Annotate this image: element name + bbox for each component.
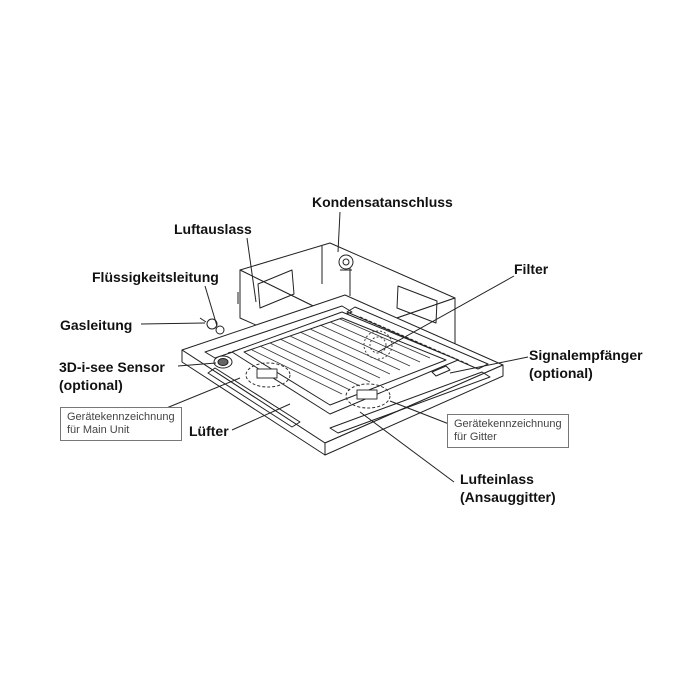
nameplate-main-unit-line2: für Main Unit [67, 424, 130, 436]
nameplate-gitter-line1: Gerätekennzeichnung [454, 418, 562, 430]
label-signal-line2: (optional) [529, 365, 593, 381]
label-luefter: Lüfter [189, 423, 229, 439]
air-outlets [204, 305, 491, 434]
nameplate-gitter-line2: für Gitter [454, 431, 497, 443]
grille-slats [251, 318, 431, 395]
intake-grille [231, 311, 459, 415]
label-kondensatanschluss: Kondensatanschluss [312, 194, 453, 210]
label-lufteinlass-line1: Lufteinlass [460, 471, 534, 487]
3d-sensor [213, 355, 233, 369]
label-fluessigkeitsleitung: Flüssigkeitsleitung [92, 269, 219, 285]
nameplate-main-unit-line1: Gerätekennzeichnung [67, 411, 175, 423]
label-lufteinlass: Lufteinlass (Ansauggitter) [460, 470, 556, 506]
label-signalempfaenger: Signalempfänger (optional) [529, 346, 643, 382]
nameplate-gitter-box: Gerätekennzeichnung für Gitter [447, 414, 569, 448]
label-luftauslass: Luftauslass [174, 221, 252, 237]
fan-glimpse [363, 330, 393, 360]
label-filter: Filter [514, 261, 549, 277]
label-3d-sensor-line2: (optional) [59, 377, 123, 393]
label-3d-i-see-sensor: 3D-i-see Sensor (optional) [59, 358, 165, 394]
condensate-port [338, 254, 354, 271]
nameplate-highlights [245, 362, 391, 409]
leader-lines [140, 211, 529, 483]
pipe-connectors [199, 317, 225, 335]
label-signal-line1: Signalempfänger [529, 347, 643, 363]
nameplate-main-unit-box: Gerätekennzeichnung für Main Unit [60, 407, 182, 441]
label-3d-sensor-line1: 3D-i-see Sensor [59, 359, 165, 375]
signal-receiver [431, 365, 451, 377]
label-gasleitung: Gasleitung [60, 317, 133, 333]
label-lufteinlass-line2: (Ansauggitter) [460, 489, 556, 505]
